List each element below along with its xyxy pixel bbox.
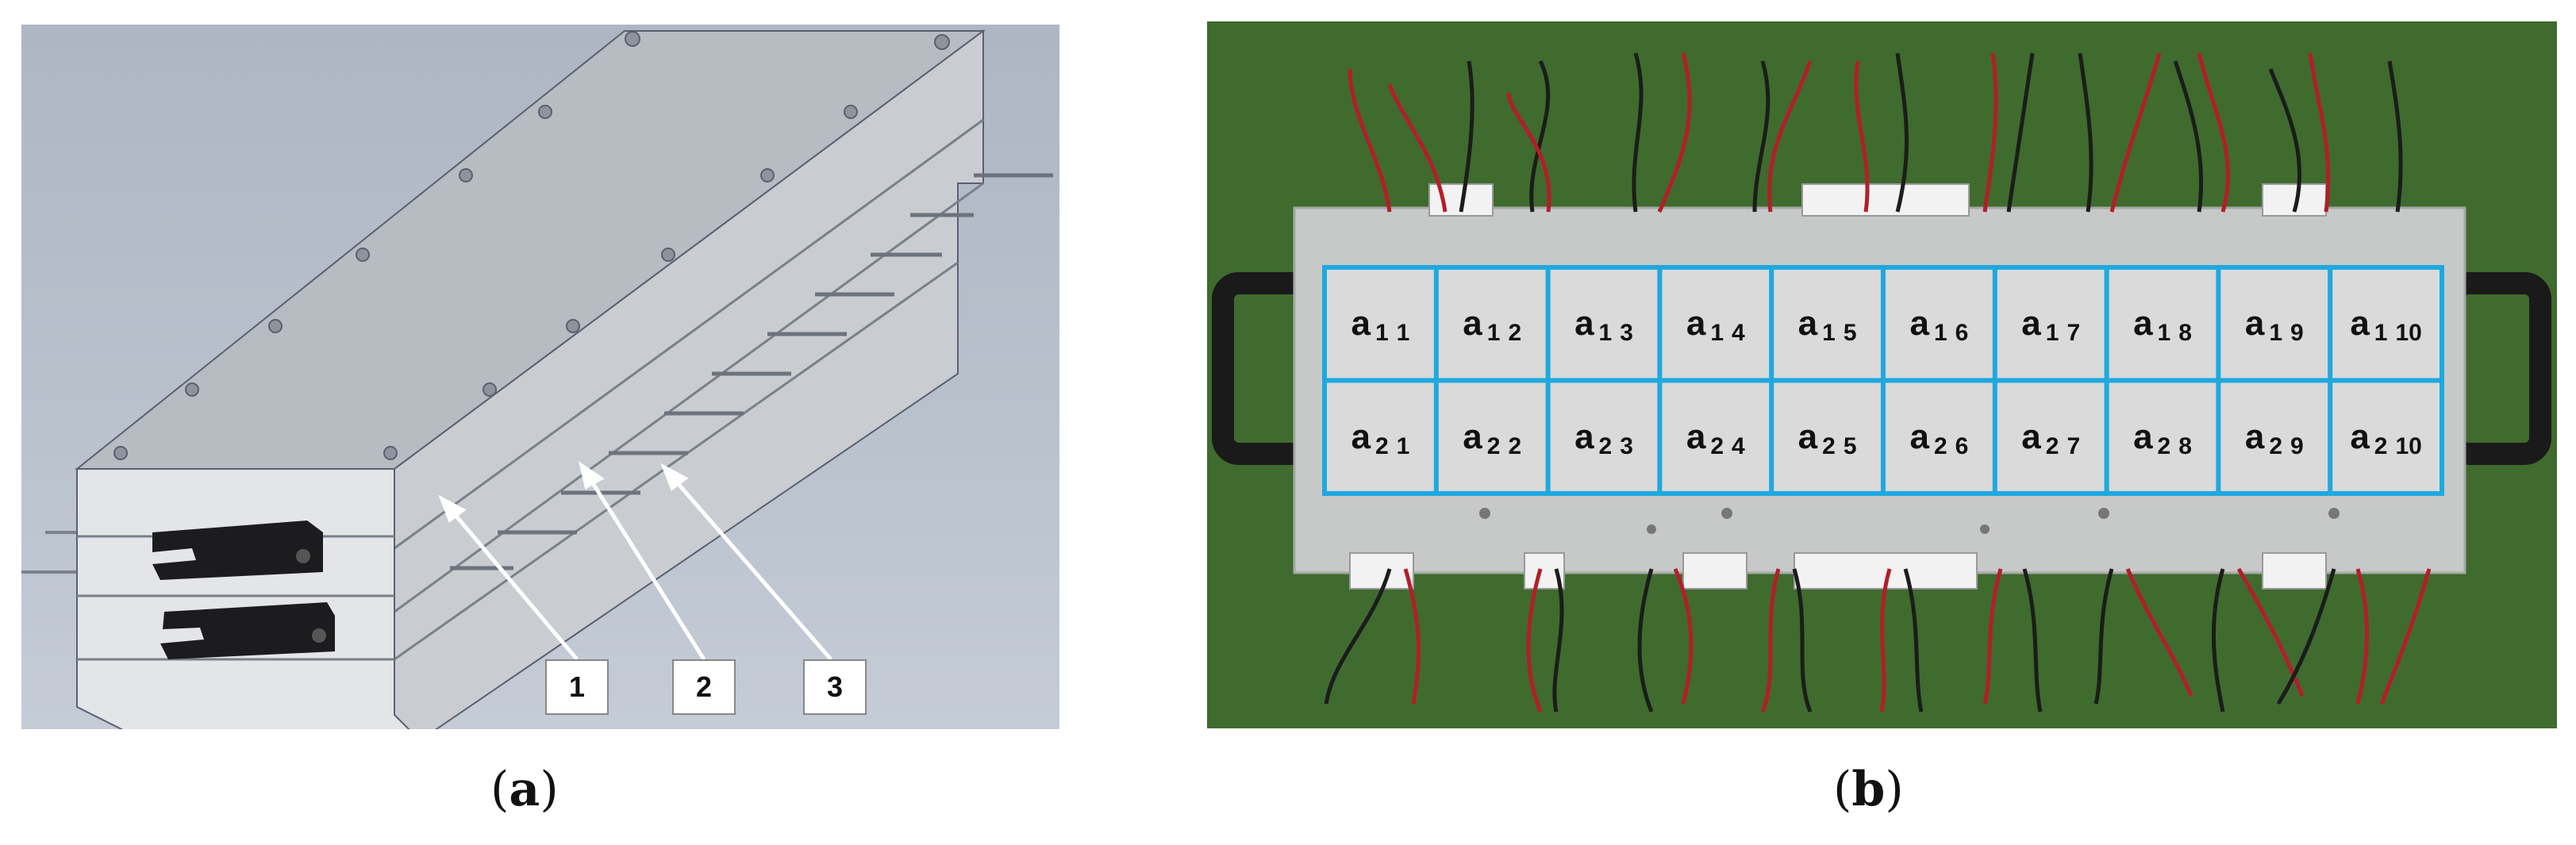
cell-label-col: 10: [2395, 320, 2422, 347]
cell-label-col: 4: [1732, 320, 1745, 347]
cell-label-row: 1: [1822, 320, 1836, 347]
cell-label-col: 6: [1955, 432, 1969, 459]
cell-label-letter: a: [2133, 417, 2153, 456]
cell-label-letter: a: [1574, 417, 1594, 456]
cell-label-letter: a: [2133, 304, 2153, 344]
caption-b: (b): [1833, 762, 1904, 817]
cell-label-col: 8: [2178, 320, 2192, 347]
cell-label-letter: a: [2350, 304, 2370, 344]
cell-label-row: 2: [2269, 432, 2283, 459]
handle-lower: [160, 602, 335, 659]
callout-1: 1: [545, 659, 609, 715]
cell-label-letter: a: [1686, 304, 1706, 344]
cell-label-col: 8: [2178, 432, 2192, 459]
cell-label-row: 2: [1822, 432, 1836, 459]
cell-label-row: 2: [2374, 432, 2388, 459]
cell-label-letter: a: [2244, 304, 2265, 344]
cell-label-col: 3: [1620, 320, 1633, 347]
caption-a: (a): [490, 762, 559, 817]
cell-label-letter: a: [1463, 417, 1482, 456]
cell-label-row: 1: [2374, 320, 2388, 347]
cell-label-col: 1: [1396, 320, 1410, 347]
cell-label-row: 2: [1486, 432, 1501, 459]
cell-label-letter: a: [1797, 304, 1818, 344]
cell-label-col: 1: [1396, 432, 1410, 459]
cell-label-col: 5: [1843, 320, 1857, 347]
cell-label-row: 2: [1710, 432, 1724, 459]
cell-label-row: 1: [1933, 320, 1947, 347]
cell-label-letter: a: [2021, 304, 2041, 344]
cell-label-row: 2: [1598, 432, 1613, 459]
cell-label-letter: a: [2350, 417, 2370, 456]
cell-label-letter: a: [1574, 304, 1594, 344]
cell-label-letter: a: [1797, 417, 1818, 456]
cell-label-row: 2: [1375, 432, 1389, 459]
cell-label-col: 10: [2395, 432, 2422, 459]
cell-label-letter: a: [1463, 304, 1482, 344]
cell-label-letter: a: [1351, 304, 1371, 344]
callout-3: 3: [803, 659, 867, 715]
cad-assembly-drawing: [21, 29, 1053, 729]
callout-2: 2: [672, 659, 736, 715]
cell-label-row: 1: [1375, 320, 1389, 347]
cell-label-row: 2: [2157, 432, 2171, 459]
cell-label-col: 2: [1508, 320, 1522, 347]
cell-label-letter: a: [2244, 417, 2265, 456]
cell-label-row: 1: [2045, 320, 2059, 347]
cell-label-col: 6: [1955, 320, 1969, 347]
cell-label-row: 1: [2157, 320, 2171, 347]
cell-label-letter: a: [1909, 417, 1929, 456]
cell-label-col: 9: [2290, 432, 2304, 459]
cad-assembly-panel: 1 2 3: [21, 25, 1059, 729]
cell-label-row: 2: [1933, 432, 1947, 459]
cell-label-col: 9: [2290, 320, 2304, 347]
cell-label-col: 7: [2067, 320, 2081, 347]
cell-label-col: 3: [1620, 432, 1633, 459]
cell-grid: [1322, 265, 2444, 496]
cell-label-col: 4: [1732, 432, 1745, 459]
cell-label-letter: a: [1351, 417, 1371, 456]
cell-label-col: 7: [2067, 432, 2081, 459]
cell-label-col: 5: [1843, 432, 1857, 459]
cell-label-row: 1: [1598, 320, 1613, 347]
cell-label-letter: a: [2021, 417, 2041, 456]
cell-label-col: 2: [1508, 432, 1522, 459]
cell-label-letter: a: [1909, 304, 1929, 344]
cell-label-row: 1: [1710, 320, 1724, 347]
cell-label-letter: a: [1686, 417, 1706, 456]
handle-upper: [152, 520, 323, 580]
cell-label-row: 1: [2269, 320, 2283, 347]
cell-label-row: 2: [2045, 432, 2059, 459]
box-front-face: [76, 468, 410, 729]
cell-label-row: 1: [1486, 320, 1501, 347]
